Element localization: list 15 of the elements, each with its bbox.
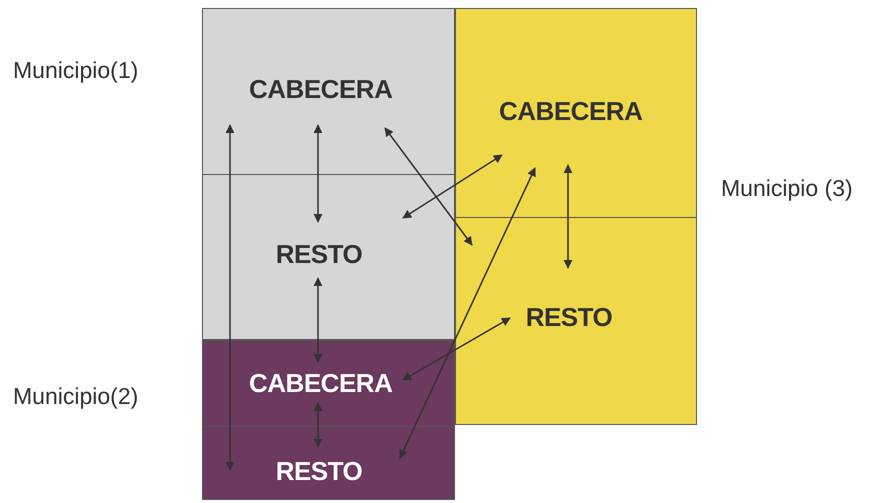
double-arrow	[314, 124, 322, 223]
double-arrow	[402, 317, 511, 381]
double-arrow	[564, 164, 572, 269]
double-arrow	[314, 277, 322, 363]
double-arrow	[226, 124, 234, 471]
zone-label: RESTO	[274, 238, 364, 270]
double-arrow	[314, 402, 322, 448]
double-arrow	[399, 167, 536, 459]
zone-label: RESTO	[524, 301, 614, 333]
double-arrow	[402, 154, 503, 219]
municipality-label: Municipio(1)	[13, 57, 138, 84]
zone-label: RESTO	[274, 455, 364, 487]
municipality-label: Municipio (3)	[721, 175, 853, 202]
municipality-label: Municipio(2)	[13, 383, 138, 410]
double-arrow	[384, 127, 473, 246]
